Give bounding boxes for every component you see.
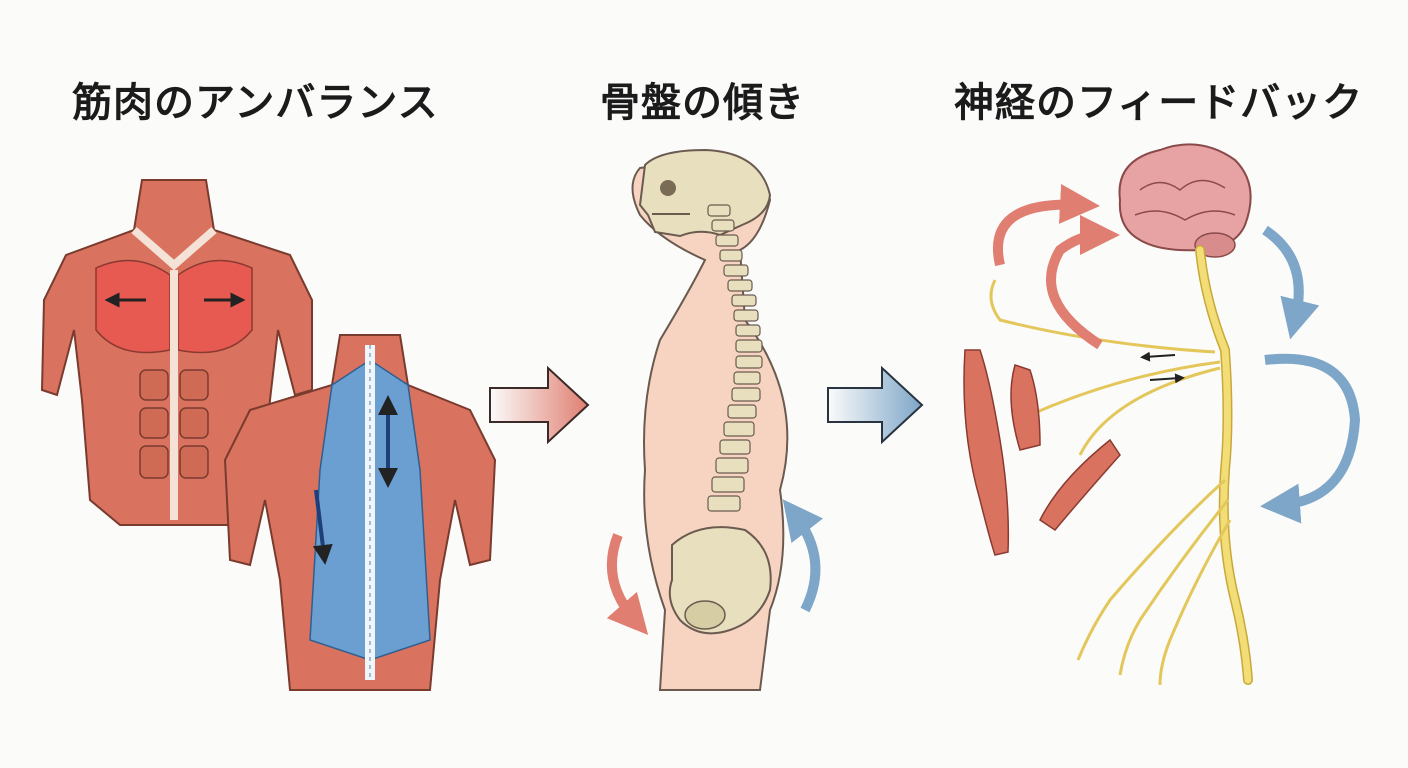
muscle-imbalance-illustration — [42, 180, 495, 690]
feedback-arrow-afferent-2 — [1051, 235, 1100, 345]
pelvic-tilt-illustration — [612, 150, 816, 690]
spinal-cord — [1200, 250, 1248, 680]
blue-flow-arrow — [828, 368, 922, 442]
red-flow-arrow — [490, 368, 588, 442]
signal-arrow-1 — [1145, 355, 1175, 357]
pelvic-tilt-arrow-forward — [612, 535, 635, 620]
signal-arrow-2 — [1150, 378, 1180, 380]
nerve-feedback-illustration — [964, 144, 1355, 685]
muscle-fibers — [964, 350, 1120, 555]
brain-icon — [1120, 144, 1251, 257]
feedback-arrow-afferent-1 — [998, 205, 1080, 265]
pelvic-tilt-arrow-back — [795, 515, 815, 610]
feedback-arrow-efferent-2 — [1265, 359, 1355, 505]
peripheral-nerves — [991, 280, 1230, 685]
feedback-arrow-efferent-1 — [1265, 230, 1299, 320]
